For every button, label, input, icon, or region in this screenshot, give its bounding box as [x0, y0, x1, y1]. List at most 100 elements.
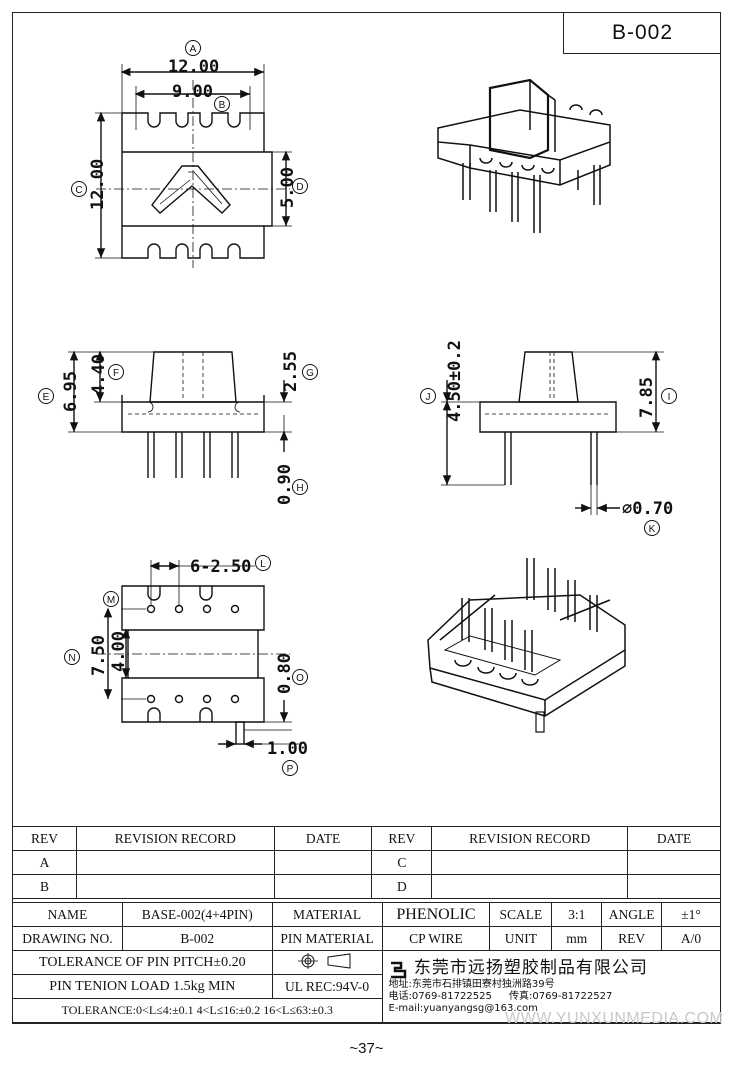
dim-bottom-gap: 0.80	[275, 653, 295, 694]
bubble-g-label: G	[306, 368, 314, 379]
part-number-box: B-002	[563, 12, 721, 54]
material-label: MATERIAL	[271, 902, 383, 927]
date-cell	[273, 850, 373, 875]
bubble-j	[420, 388, 436, 404]
rev-cell: C	[371, 850, 433, 875]
iso-view-bottom	[427, 558, 626, 733]
company-name: 东莞市远扬塑胶制品有限公司	[413, 958, 648, 978]
table-row: B D	[12, 874, 721, 899]
bubble-d	[292, 178, 308, 194]
bubble-o	[292, 669, 308, 685]
dim-side-pin-gap: 0.90	[275, 464, 295, 505]
company-phone: 电话:0769-81722525	[388, 990, 492, 1002]
dim-top-slot: 5.00	[278, 167, 298, 208]
company-logo-icon	[390, 961, 406, 979]
spec-row-tension: PIN TENION LOAD 1.5kg MIN UL REC:94V-0	[12, 974, 721, 999]
bubble-e-label: E	[43, 392, 50, 403]
drawing-no-label: DRAWING NO.	[12, 926, 123, 951]
bubble-a	[185, 40, 201, 56]
drawing-sheet	[12, 12, 721, 1024]
tolerance-full: TOLERANCE:0<L≤4:±0.1 4<L≤16:±0.2 16<L≤63…	[12, 998, 383, 1023]
bottom-view	[96, 560, 300, 749]
name-label: NAME	[12, 902, 123, 927]
bubble-p	[282, 760, 298, 776]
iso-view-top	[437, 78, 611, 233]
company-email: E-mail:yuanyangsg@163.com	[388, 1002, 538, 1014]
end-view	[441, 350, 664, 515]
title-block-table: NAME BASE-002(4+4PIN) MATERIAL PHENOLIC …	[12, 902, 721, 1023]
angle-label: ANGLE	[601, 902, 663, 927]
scale-value: 3:1	[551, 902, 603, 927]
technical-drawing: 12.00 9.00 12.00 5.00	[38, 40, 677, 776]
header-rev-2: REV	[371, 826, 433, 851]
first-angle-projection-icon	[298, 952, 351, 969]
unit-value: mm	[551, 926, 603, 951]
company-fax: 传真:0769-81722527	[509, 990, 613, 1002]
rev-value: A/0	[661, 926, 721, 951]
bubble-n	[64, 649, 80, 665]
dim-side-upper: 4.40	[89, 354, 109, 395]
header-date-2: DATE	[627, 826, 721, 851]
bubble-n-label: N	[68, 653, 75, 664]
label-bubbles	[38, 40, 677, 776]
bubble-l-label: L	[260, 559, 266, 570]
pin-material-label: PIN MATERIAL	[271, 926, 383, 951]
material-value: PHENOLIC	[381, 902, 491, 927]
dim-side-total: 6.95	[61, 371, 81, 412]
header-revision-record: REVISION RECORD	[75, 826, 275, 851]
date-cell	[627, 850, 721, 875]
bubble-m	[103, 591, 119, 607]
page-number: ~37~	[349, 1040, 384, 1057]
date-cell	[273, 874, 373, 899]
bubble-g	[302, 364, 318, 380]
dim-top-height: 12.00	[88, 159, 108, 210]
dim-top-width: 12.00	[168, 57, 219, 77]
ul-rec: UL REC:94V-0	[271, 974, 383, 999]
rev-label: REV	[601, 926, 663, 951]
bubble-d-label: D	[296, 182, 303, 193]
bubble-h-label: H	[296, 483, 303, 494]
scale-label: SCALE	[489, 902, 553, 927]
date-cell	[627, 874, 721, 899]
top-view	[95, 64, 292, 268]
bubble-k	[644, 520, 660, 536]
dim-end-total: 7.85	[637, 377, 657, 418]
dim-top-inner: 9.00	[172, 82, 213, 102]
spec-row-tolerance: TOLERANCE OF PIN PITCH±0.20 东莞市远扬塑胶制品有限公…	[12, 950, 721, 1023]
drawing-no-value: B-002	[121, 926, 273, 951]
pin-material-value: CP WIRE	[381, 926, 491, 951]
bubble-b-label: B	[219, 100, 226, 111]
dim-pin-pitch: 6-2.50	[190, 557, 251, 577]
record-cell	[75, 850, 275, 875]
dim-bottom-inner: 4.00	[109, 631, 129, 672]
header-rev: REV	[12, 826, 77, 851]
side-view	[68, 350, 292, 478]
bubble-a-label: A	[190, 44, 197, 55]
name-value: BASE-002(4+4PIN)	[121, 902, 273, 927]
bubble-f	[108, 364, 124, 380]
bubble-p-label: P	[287, 764, 294, 775]
bubble-j-label: J	[426, 392, 431, 403]
unit-label: UNIT	[489, 926, 553, 951]
bubble-f-label: F	[113, 368, 119, 379]
bubble-l	[255, 555, 271, 571]
bubble-c-label: C	[75, 185, 82, 196]
projection-symbol	[271, 950, 383, 975]
spec-row-drawing: DRAWING NO. B-002 PIN MATERIAL CP WIRE U…	[12, 926, 721, 951]
spec-row-name: NAME BASE-002(4+4PIN) MATERIAL PHENOLIC …	[12, 902, 721, 927]
bubble-e	[38, 388, 54, 404]
dim-bottom-tab: 1.00	[267, 739, 308, 759]
rev-cell: D	[371, 874, 433, 899]
bubble-i-label: I	[668, 392, 671, 403]
bubble-c	[71, 181, 87, 197]
watermark: WWW.YUNXUNMEDIA.COM	[505, 1010, 724, 1027]
dim-bottom-span: 7.50	[89, 635, 109, 676]
header-revision-record-2: REVISION RECORD	[431, 826, 629, 851]
bubble-k-label: K	[649, 524, 656, 535]
record-cell	[431, 874, 629, 899]
company-block: 东莞市远扬塑胶制品有限公司 地址:东莞市石排镇田寮村独洲路39号 电话:0769…	[381, 950, 721, 1023]
dim-side-flange: 2.55	[281, 351, 301, 392]
table-row: A C	[12, 850, 721, 875]
dim-pin-diameter: ⌀0.70	[622, 499, 673, 519]
dim-end-height: 4.50±0.2	[445, 340, 465, 422]
